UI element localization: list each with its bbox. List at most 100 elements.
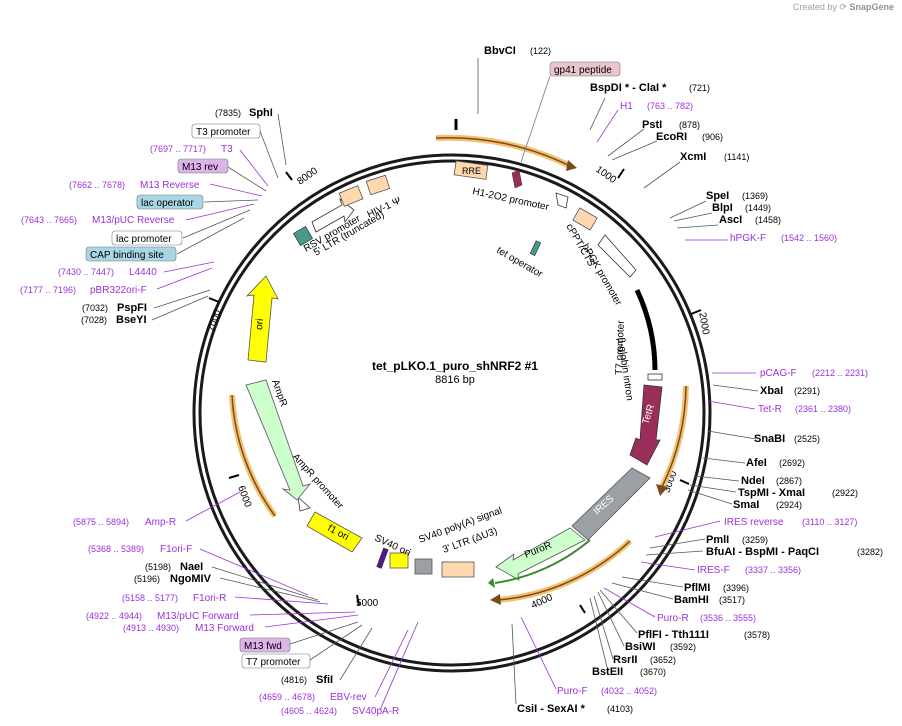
svg-text:(7697 .. 7717): (7697 .. 7717) <box>150 144 206 154</box>
site-label-snabi[interactable]: SnaBI(2525) <box>754 433 820 445</box>
feature-label-t3-promoter[interactable]: T3 promoter <box>191 123 261 139</box>
svg-text:M13/pUC Reverse: M13/pUC Reverse <box>92 215 175 226</box>
feature-f1-ori[interactable] <box>306 511 363 553</box>
primer-label-t3[interactable]: (7697 .. 7717) T3 <box>150 144 233 155</box>
site-label-bseyi[interactable]: (7028)BseYI <box>81 314 147 326</box>
feature-h1-2o2-promoter[interactable] <box>555 192 569 209</box>
primer-label-m13-forward[interactable]: (4913 .. 4930)M13 Forward <box>123 623 254 634</box>
primer-label-h1[interactable]: H1(763 .. 782) <box>620 101 693 112</box>
left-label-group: (7835)SphI T3 promoter (7697 .. 7717)T3 … <box>20 107 399 717</box>
primer-label-ebv-rev[interactable]: (4659 .. 4678)EBV-rev <box>259 692 367 703</box>
svg-text:(3517): (3517) <box>719 595 745 605</box>
feature-puroR[interactable] <box>495 527 586 581</box>
feature-beta-globin-intron[interactable] <box>634 288 658 371</box>
feature-label-m13-fwd[interactable]: M13 fwd <box>239 637 291 653</box>
feature-label-m13-rev[interactable]: M13 rev <box>177 158 229 174</box>
svg-text:IRES-F: IRES-F <box>697 565 730 576</box>
svg-text:(3259): (3259) <box>742 535 768 545</box>
feature-tetR[interactable] <box>629 384 663 466</box>
site-label-ecori[interactable]: EcoRI(906) <box>656 131 723 143</box>
primer-label-l4440[interactable]: (7430 .. 7447)L4440 <box>58 267 157 278</box>
primer-label-ires-reverse[interactable]: IRES reverse(3110 .. 3127) <box>724 517 857 528</box>
site-label-csii-sexai[interactable]: CsiI - SexAI *(4103) <box>517 703 633 715</box>
feature-label-lac-operator[interactable]: lac operator <box>136 194 204 210</box>
svg-text:(122): (122) <box>530 46 551 56</box>
svg-text:gp41 peptide: gp41 peptide <box>554 65 612 76</box>
feature-ampR[interactable] <box>245 379 312 501</box>
feature-label-lac-promoter[interactable]: lac promoter <box>111 230 183 246</box>
svg-text:SmaI: SmaI <box>733 499 759 511</box>
feature-ampr-promoter[interactable] <box>297 495 311 512</box>
feature-tet-operator[interactable] <box>529 240 542 257</box>
feature-hpgk-promoter[interactable] <box>597 234 637 278</box>
primer-label-sv40pa-r[interactable]: (4605 .. 4624)SV40pA-R <box>281 706 399 717</box>
feature-sv40-small[interactable] <box>376 547 389 569</box>
primer-label-f1ori-f[interactable]: (5368 .. 5389)F1ori-F <box>88 544 192 555</box>
svg-text:Tet-R: Tet-R <box>758 404 782 415</box>
svg-text:BspDI * - ClaI *: BspDI * - ClaI * <box>590 82 667 94</box>
site-label-bsteii[interactable]: BstEII(3670) <box>592 666 666 678</box>
site-label-rsrii[interactable]: RsrII(3652) <box>613 654 676 666</box>
site-label-psti[interactable]: PstI(878) <box>642 119 700 131</box>
site-label-sphi[interactable]: (7835)SphI <box>215 107 273 119</box>
feature-label-t7-promoter[interactable]: T7 promoter <box>241 653 311 669</box>
svg-text:(4659 .. 4678): (4659 .. 4678) <box>259 692 315 702</box>
primer-label-pbr322ori-f[interactable]: (7177 .. 7196)pBR322ori-F <box>20 285 147 296</box>
site-label-xcmi[interactable]: XcmI(1141) <box>680 151 749 163</box>
primer-label-pcag-f[interactable]: pCAG-F(2212 .. 2231) <box>760 368 868 379</box>
feature-cppt-cts[interactable] <box>572 207 598 231</box>
site-label-pflfi-tth111i[interactable]: PflFI - Tth111I(3578) <box>638 629 770 641</box>
feature-sv40-polyA[interactable] <box>414 558 433 575</box>
site-label-naei[interactable]: (5198)NaeI <box>145 561 203 573</box>
feature-rre[interactable]: RRE <box>453 160 489 180</box>
feature-ires[interactable] <box>571 467 651 541</box>
site-label-smai[interactable]: SmaI(2924) <box>733 499 802 511</box>
primer-label-ires-f[interactable]: IRES-F(3337 .. 3356) <box>697 565 801 576</box>
primer-label-f1ori-r[interactable]: (5158 .. 5177)F1ori-R <box>122 593 226 604</box>
site-label-sfii[interactable]: (4816)SfiI <box>281 674 333 686</box>
site-label-bamhi[interactable]: BamHI(3517) <box>674 594 745 606</box>
site-label-tspmi-xmai[interactable]: TspMI - XmaI(2922) <box>738 487 858 499</box>
primer-label-tet-r[interactable]: Tet-R(2361 .. 2380) <box>758 404 851 415</box>
svg-text:BsiWI: BsiWI <box>625 641 656 653</box>
site-label-pspfi[interactable]: (7032)PspFI <box>82 302 147 314</box>
feature-5ltr-small[interactable] <box>293 226 313 246</box>
site-label-asci[interactable]: AscI(1458) <box>719 214 781 226</box>
site-label-bbvci[interactable]: BbvCI(122) <box>484 45 551 57</box>
primer-label-amp-r[interactable]: (5875 .. 5894)Amp-R <box>73 517 176 528</box>
feature-gp41-peptide[interactable] <box>511 169 523 189</box>
site-label-pmli[interactable]: PmlI(3259) <box>706 534 768 546</box>
site-label-blpi[interactable]: BlpI(1449) <box>712 202 771 214</box>
feature-label-cap-binding-site[interactable]: CAP binding site <box>85 246 177 262</box>
feature-rsv-promoter[interactable] <box>311 197 355 233</box>
feature-hiv-psi-a[interactable] <box>338 185 364 207</box>
site-label-ngomiv[interactable]: (5196)NgoMIV <box>134 573 212 585</box>
svg-text:pCAG-F: pCAG-F <box>760 368 797 379</box>
feature-ori[interactable] <box>245 275 279 363</box>
site-label-spei[interactable]: SpeI(1369) <box>706 190 768 202</box>
site-label-afei[interactable]: AfeI(2692) <box>746 457 805 469</box>
svg-text:T3: T3 <box>221 144 233 155</box>
feature-t7-promoter-inner[interactable] <box>647 373 663 381</box>
feature-sv40-ori[interactable] <box>389 552 409 569</box>
primer-label-hpgk-f[interactable]: hPGK-F(1542 .. 1560) <box>730 233 837 244</box>
site-label-ndei[interactable]: NdeI(2867) <box>741 475 802 487</box>
primer-label-m13-reverse[interactable]: (7662 .. 7678)M13 Reverse <box>69 180 200 191</box>
svg-text:EcoRI: EcoRI <box>656 131 687 143</box>
site-label-bsiwi[interactable]: BsiWI(3592) <box>625 641 696 653</box>
primer-label-puro-f[interactable]: Puro-F(4032 .. 4052) <box>557 686 657 697</box>
feature-hiv-psi-b[interactable] <box>365 174 391 196</box>
feature-3ltr[interactable] <box>441 561 475 578</box>
site-label-bspdi-clai[interactable]: BspDI * - ClaI *(721) <box>590 82 710 94</box>
site-label-xbai[interactable]: XbaI(2291) <box>760 385 820 397</box>
feature-label-gp41[interactable]: gp41 peptide <box>549 61 621 77</box>
primer-label-m13-puc-reverse[interactable]: (7643 .. 7665)M13/pUC Reverse <box>21 215 175 226</box>
site-label-pflmi[interactable]: PflMI(3396) <box>684 582 749 594</box>
primer-label-puro-r[interactable]: Puro-R(3536 .. 3555) <box>657 613 756 624</box>
snapgene-logo-icon: ⟳ <box>839 2 847 12</box>
svg-text:RRE: RRE <box>462 166 481 176</box>
site-label-bfuai-bspmi-paqci[interactable]: BfuAI - BspMI - PaqCI(3282) <box>706 546 883 558</box>
svg-text:(3670): (3670) <box>640 667 666 677</box>
primer-label-m13-puc-forward[interactable]: (4922 .. 4944)M13/pUC Forward <box>86 611 239 622</box>
svg-text:(7028): (7028) <box>81 315 107 325</box>
